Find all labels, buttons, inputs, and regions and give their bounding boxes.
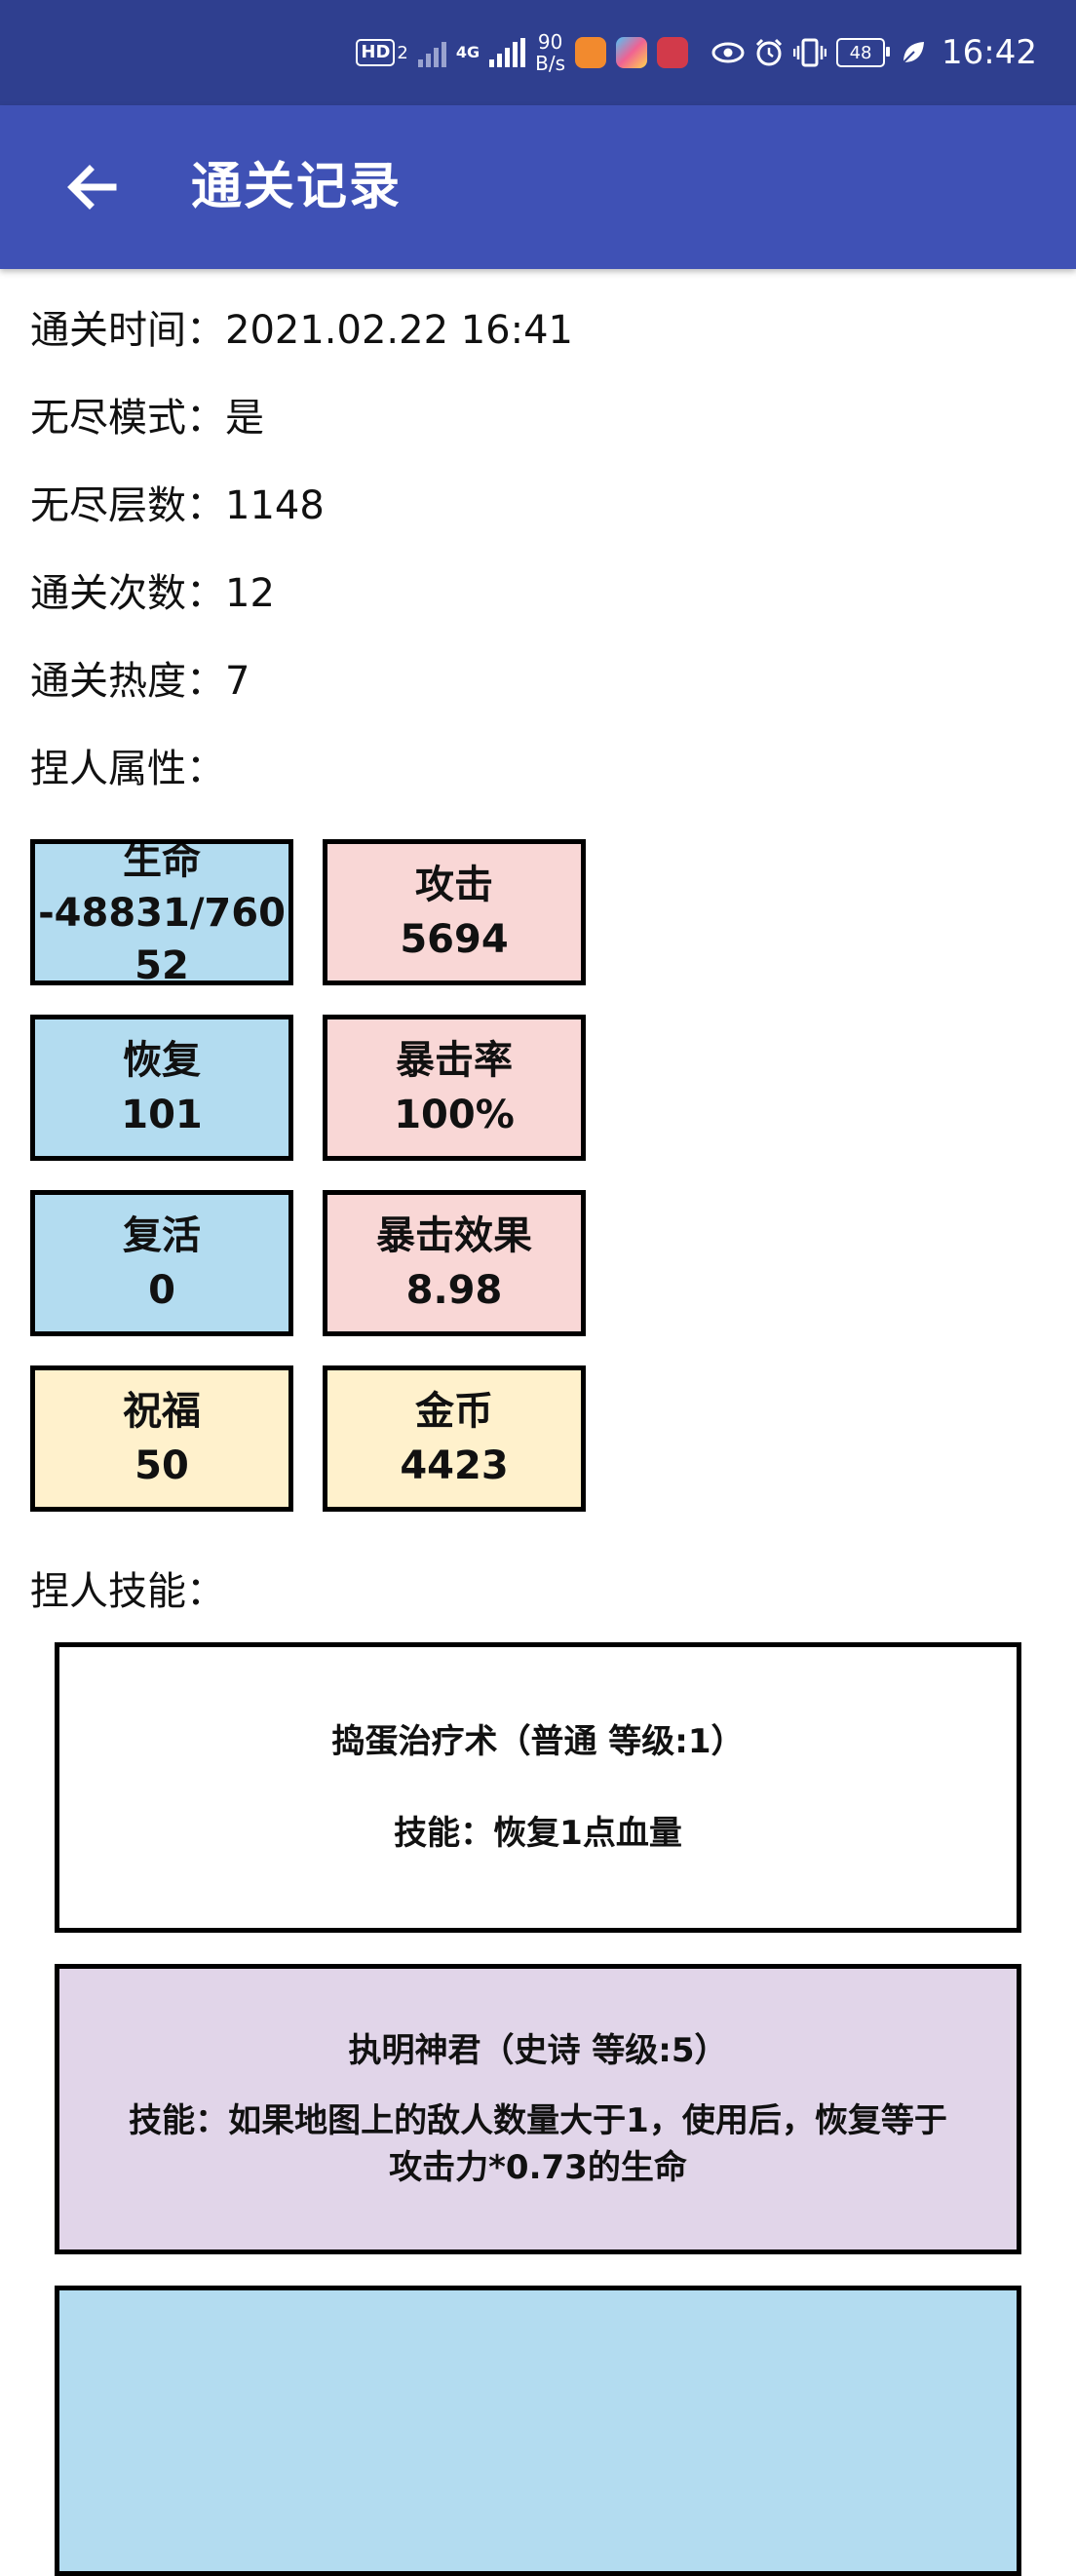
- page-title: 通关记录: [191, 158, 403, 216]
- arrow-left-icon: [67, 165, 117, 210]
- network-type-label: 4G: [455, 43, 480, 61]
- hd-label: HD: [356, 39, 396, 66]
- skill-card-partial: [55, 2286, 1021, 2576]
- stat-value: 101: [121, 1093, 203, 1137]
- stat-value: 100%: [394, 1093, 515, 1137]
- stat-box-hp: 生命 -48831/76052: [30, 839, 293, 985]
- stat-box-revive: 复活 0: [30, 1190, 293, 1336]
- skill-name: 捣蛋治疗术（普通 等级:1）: [331, 1722, 745, 1761]
- stat-label: 复活: [123, 1213, 201, 1258]
- stat-box-attack: 攻击 5694: [323, 839, 586, 985]
- battery-level: 48: [849, 42, 872, 63]
- app-notification-icon-3: [657, 37, 689, 68]
- skill-description: 技能：如果地图上的敌人数量大于1，使用后，恢复等于攻击力*0.73的生命: [129, 2101, 947, 2187]
- network-speed-unit: B/s: [535, 52, 566, 75]
- battery-icon: 48: [836, 38, 891, 67]
- network-speed: 90 B/s: [535, 31, 565, 74]
- leaf-icon: [901, 40, 926, 65]
- stat-label: 攻击: [415, 863, 493, 907]
- app-notification-icon-2: [616, 37, 648, 68]
- signal-icon-sim1: [417, 38, 446, 67]
- skill-name: 执明神君（史诗 等级:5）: [348, 2031, 728, 2070]
- endless-floors-text: 无尽层数：1148: [30, 483, 325, 528]
- attributes-heading: 捏人属性：: [30, 747, 225, 791]
- stat-box-crit-effect: 暴击效果 8.98: [323, 1190, 586, 1336]
- stat-value: 4423: [400, 1443, 509, 1488]
- stat-value: 8.98: [405, 1268, 503, 1313]
- clear-heat-text: 通关热度：7: [30, 659, 250, 704]
- app-bar: 通关记录: [0, 105, 1076, 269]
- hd-sub: 2: [397, 42, 408, 63]
- stat-value: 5694: [400, 917, 509, 962]
- stat-value: 0: [148, 1268, 175, 1313]
- app-notification-icon-1: [575, 37, 607, 68]
- network-speed-value: 90: [537, 30, 563, 54]
- signal-icon-sim2: [489, 38, 526, 67]
- stat-label: 金币: [415, 1389, 493, 1434]
- stat-label: 生命: [123, 839, 201, 883]
- stat-box-crit-rate: 暴击率 100%: [323, 1015, 586, 1161]
- stat-box-blessing: 祝福 50: [30, 1365, 293, 1512]
- alarm-icon: [754, 38, 784, 67]
- skills-heading: 捏人技能：: [30, 1569, 225, 1614]
- eye-icon: [711, 41, 745, 64]
- clear-time-text: 通关时间：2021.02.22 16:41: [30, 308, 574, 353]
- skill-card: 执明神君（史诗 等级:5） 技能：如果地图上的敌人数量大于1，使用后，恢复等于攻…: [55, 1964, 1021, 2254]
- stat-box-recovery: 恢复 101: [30, 1015, 293, 1161]
- stat-label: 暴击率: [396, 1038, 513, 1083]
- stat-value: -48831/76052: [38, 891, 286, 985]
- endless-mode-text: 无尽模式：是: [30, 396, 264, 441]
- stat-label: 暴击效果: [376, 1213, 532, 1258]
- stat-label: 恢复: [123, 1038, 201, 1083]
- clear-count-text: 通关次数：12: [30, 571, 275, 616]
- stat-label: 祝福: [123, 1389, 201, 1434]
- stat-box-gold: 金币 4423: [323, 1365, 586, 1512]
- vibrate-icon: [793, 38, 827, 67]
- clock: 16:42: [942, 33, 1037, 72]
- skill-description: 技能：恢复1点血量: [394, 1814, 682, 1853]
- back-button[interactable]: [49, 144, 134, 230]
- stat-value: 50: [134, 1443, 189, 1488]
- skill-card: 捣蛋治疗术（普通 等级:1） 技能：恢复1点血量: [55, 1642, 1021, 1933]
